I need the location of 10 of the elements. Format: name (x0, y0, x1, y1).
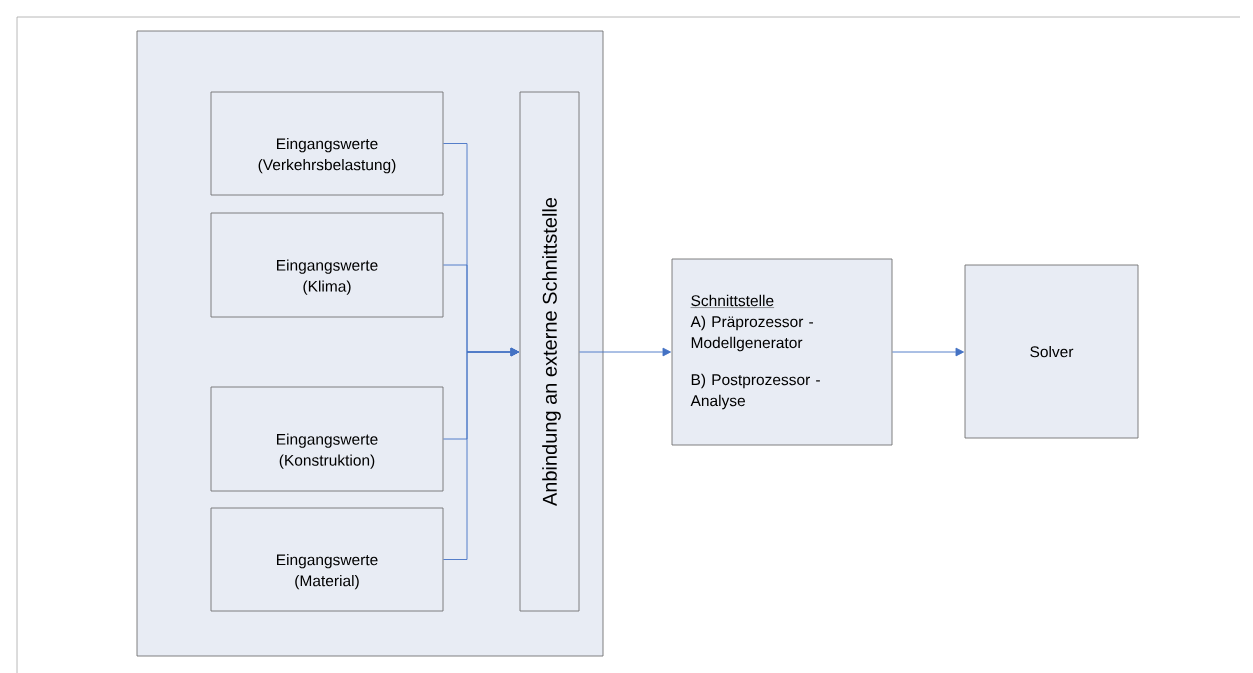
arrow (579, 347, 671, 357)
arrow (892, 347, 964, 357)
interface-box: Schnittstelle A) Präprozessor - Modellgenerator B) Postprozessor - Analyse (671, 258, 893, 446)
solver-box: Solver (964, 264, 1139, 439)
input-box: Eingangswerte (Verkehrsbelastung) (210, 91, 444, 196)
arrow (443, 347, 519, 560)
input-box: Eingangswerte (Klima) (210, 212, 444, 318)
input-box: Eingangswerte (Konstruktion) (210, 386, 444, 492)
input-box: Eingangswerte (Material) (210, 507, 444, 612)
interface-bar: Anbindung an externe Schnittstelle (519, 91, 580, 612)
